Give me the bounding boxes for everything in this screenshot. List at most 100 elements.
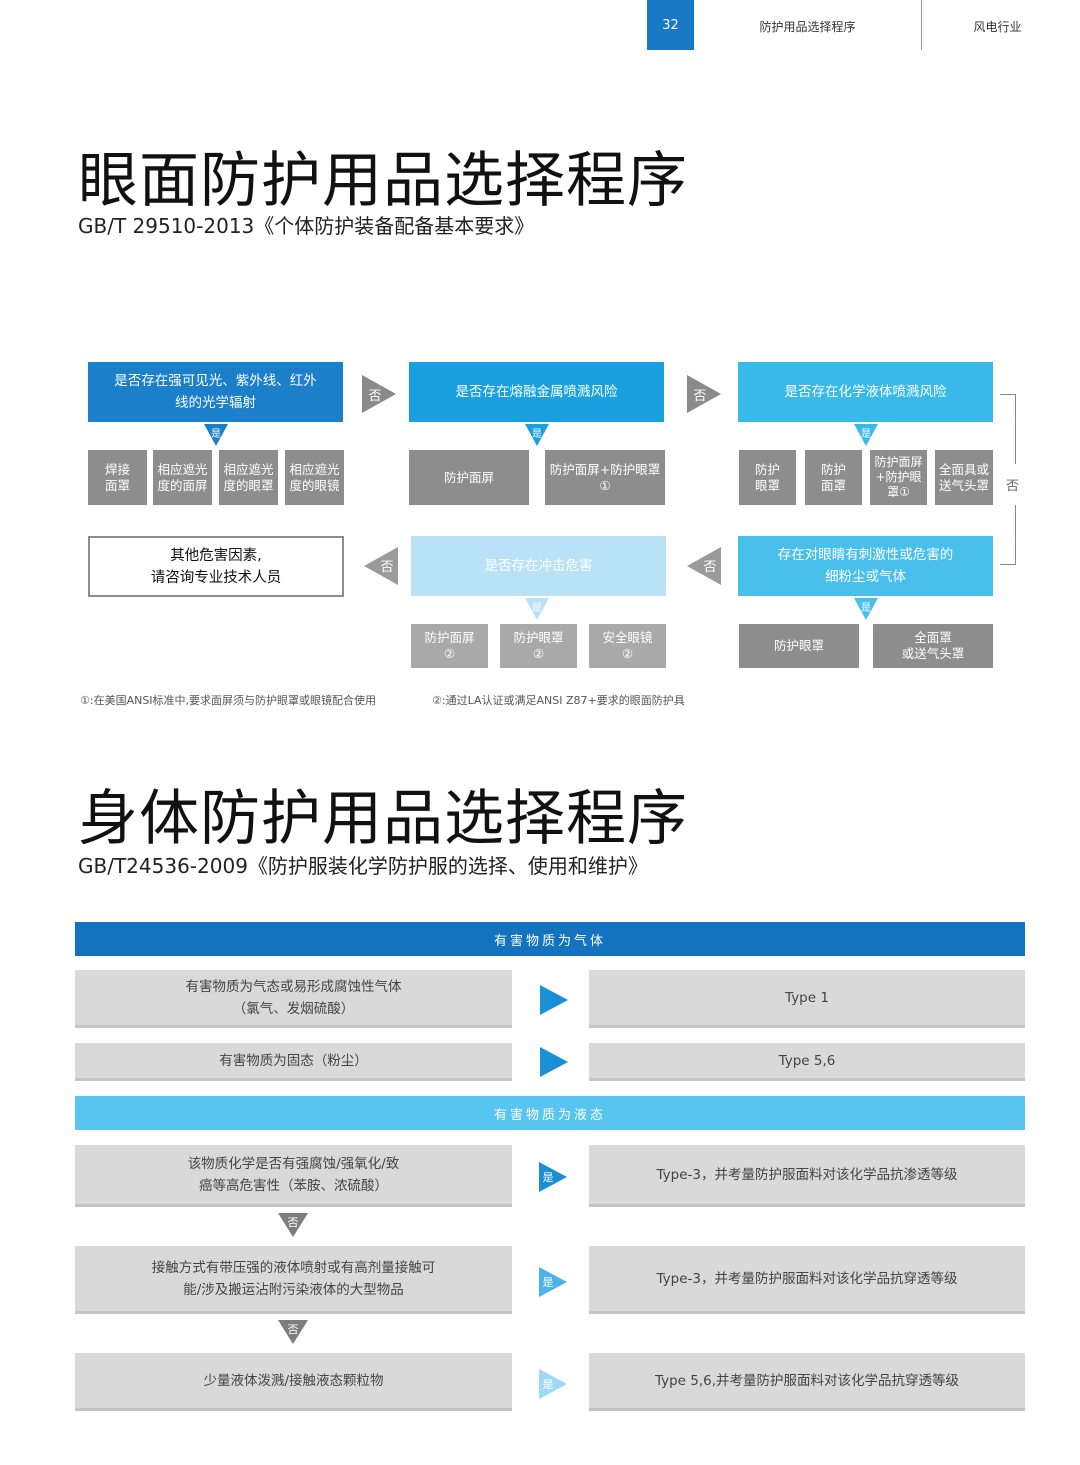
eye-question-molten-metal: 是否存在熔融金属喷溅风险 [409,362,664,422]
opt-line: 防护面屏+防护眼罩 [549,461,661,477]
option-welding-mask: 焊接面罩 [88,450,147,505]
yes-arrow [854,424,878,446]
yes-label: 是 [532,603,542,614]
q4-line1: 存在对眼睛有刺激性或危害的 [777,547,954,563]
gas-condition-cell: 有害物质为固态（粉尘） [75,1043,512,1081]
no-label: 否 [693,389,707,404]
opt-line: 防护面屏 [424,630,475,645]
liquid-result-cell: Type-3，并考量防护服面料对该化学品抗穿透等级 [589,1246,1025,1314]
opt-line: 送气头罩 [938,477,989,493]
yes-arrow [525,598,549,620]
yes-label: 是 [532,429,542,440]
play-arrow-icon [539,1267,567,1297]
opt-line: 相应遮光 [289,461,340,477]
gas-result-cell: Type 5,6 [589,1043,1025,1081]
option-shade-face-shield: 相应遮光度的面屏 [153,450,212,505]
cond-line: 能/涉及搬运沾附污染液体的大型物品 [183,1281,404,1298]
opt-line: 眼罩 [754,477,780,493]
liquid-condition-cell: 少量液体泼溅/接触液态颗粒物 [75,1353,512,1411]
opt-line: ② [621,646,634,661]
option-face-mask: 防护面罩 [805,450,862,505]
opt-line: 相应遮光 [223,461,274,477]
opt-line: ② [443,646,456,661]
opt-line: 罩① [887,485,910,499]
cond-line: 该物质化学是否有强腐蚀/强氧化/致 [187,1155,400,1172]
page-number: 32 [647,0,694,50]
opt-line: 防护 [820,461,846,477]
opt-line: 面罩 [820,477,846,493]
no-arrow-right [362,375,396,413]
yes-arrow [854,598,878,620]
opt-line: 焊接 [104,461,130,477]
yes-label: 是 [542,1276,554,1289]
body-section-standard: GB/T24536-2009《防护服装化学防护服的选择、使用和维护》 [78,854,648,878]
liquid-header-band: 有害物质为液态 [75,1096,1025,1130]
no-arrow-left [364,547,398,585]
opt-line: 防护面屏 [874,455,923,469]
yes-label: 是 [542,1378,554,1391]
play-arrow-icon [540,1047,568,1077]
other-line2: 请咨询专业技术人员 [150,569,282,586]
no-label: 否 [380,560,394,575]
header-section-title: 防护用品选择程序 [759,20,856,34]
opt-line: 全面具或 [938,461,989,477]
no-label: 否 [368,389,382,404]
opt-line: 度的眼罩 [223,477,274,493]
yes-arrow [204,424,228,446]
body-section-title: 身体防护用品选择程序 [78,784,688,854]
cond-line: 接触方式有带压强的液体喷射或有高剂量接触可 [151,1259,436,1276]
opt-line: 防护眼罩 [513,630,564,645]
no-label: 否 [287,1323,299,1336]
yes-label: 是 [211,429,221,440]
opt-line: 防护面屏 [443,469,494,485]
eye-section-title: 眼面防护用品选择程序 [78,146,688,216]
option-full-mask-or-hood: 全面具或送气头罩 [935,450,993,505]
option-full-mask-or-hood: 全面罩或送气头罩 [873,624,993,668]
connector-line [1000,564,1016,565]
liquid-condition-cell: 接触方式有带压强的液体喷射或有高剂量接触可 能/涉及搬运沾附污染液体的大型物品 [75,1246,512,1314]
header-industry: 风电行业 [973,20,1022,34]
opt-line: 面罩 [104,477,130,493]
yes-label: 是 [861,429,871,440]
connector-line [1000,394,1016,395]
option-face-shield-plus-goggles: 防护面屏+防护眼罩① [870,450,927,505]
yes-label: 是 [542,1171,554,1184]
header-divider [921,0,922,50]
option-goggles: 防护眼罩 [739,450,796,505]
cond-line: 有害物质为气态或易形成腐蚀性气体 [185,978,402,995]
connector-line [1015,505,1016,565]
no-arrow-right [687,375,721,413]
down-arrow-icon [278,1213,308,1237]
no-label: 否 [287,1216,299,1229]
down-arrow-icon [278,1320,308,1344]
cond-line: （氯气、发烟硫酸） [232,1000,355,1017]
play-arrow-icon [539,1162,567,1192]
footnote-2: ②:通过LA认证或满足ANSI Z87+要求的眼面防护具 [432,694,685,707]
opt-line: 相应遮光 [157,461,208,477]
yes-label: 是 [861,603,871,614]
option-goggles: 防护眼罩 [739,624,859,668]
gas-condition-cell: 有害物质为气态或易形成腐蚀性气体 （氯气、发烟硫酸） [75,970,512,1028]
cond-line: 癌等高危害性（苯胺、浓硫酸） [199,1177,388,1194]
option-shade-goggles: 相应遮光度的眼罩 [219,450,278,505]
opt-line: 度的面屏 [157,477,208,493]
option-shade-glasses: 相应遮光度的眼镜 [285,450,344,505]
eye-section-standard: GB/T 29510-2013《个体防护装备配备基本要求》 [78,214,535,238]
yes-arrow [525,424,549,446]
other-line1: 其他危害因素, [170,547,262,564]
footnote-1: ①:在美国ANSI标准中,要求面屏须与防护眼罩或眼镜配合使用 [80,694,377,707]
no-arrow-left [687,547,721,585]
gas-result-cell: Type 1 [589,970,1025,1028]
gas-header-band: 有害物质为气体 [75,922,1025,956]
liquid-result-cell: Type-3，并考量防护服面料对该化学品抗渗透等级 [589,1145,1025,1207]
q1-line2: 线的光学辐射 [175,395,256,411]
connector-line [1015,394,1016,464]
liquid-condition-cell: 该物质化学是否有强腐蚀/强氧化/致 癌等高危害性（苯胺、浓硫酸） [75,1145,512,1207]
eye-question-irritant-dust-gas: 存在对眼睛有刺激性或危害的 细粉尘或气体 [738,536,993,596]
opt-line: +防护眼 [875,470,922,484]
opt-line: 或送气头罩 [901,646,965,661]
opt-line: 防护眼罩 [773,638,824,653]
